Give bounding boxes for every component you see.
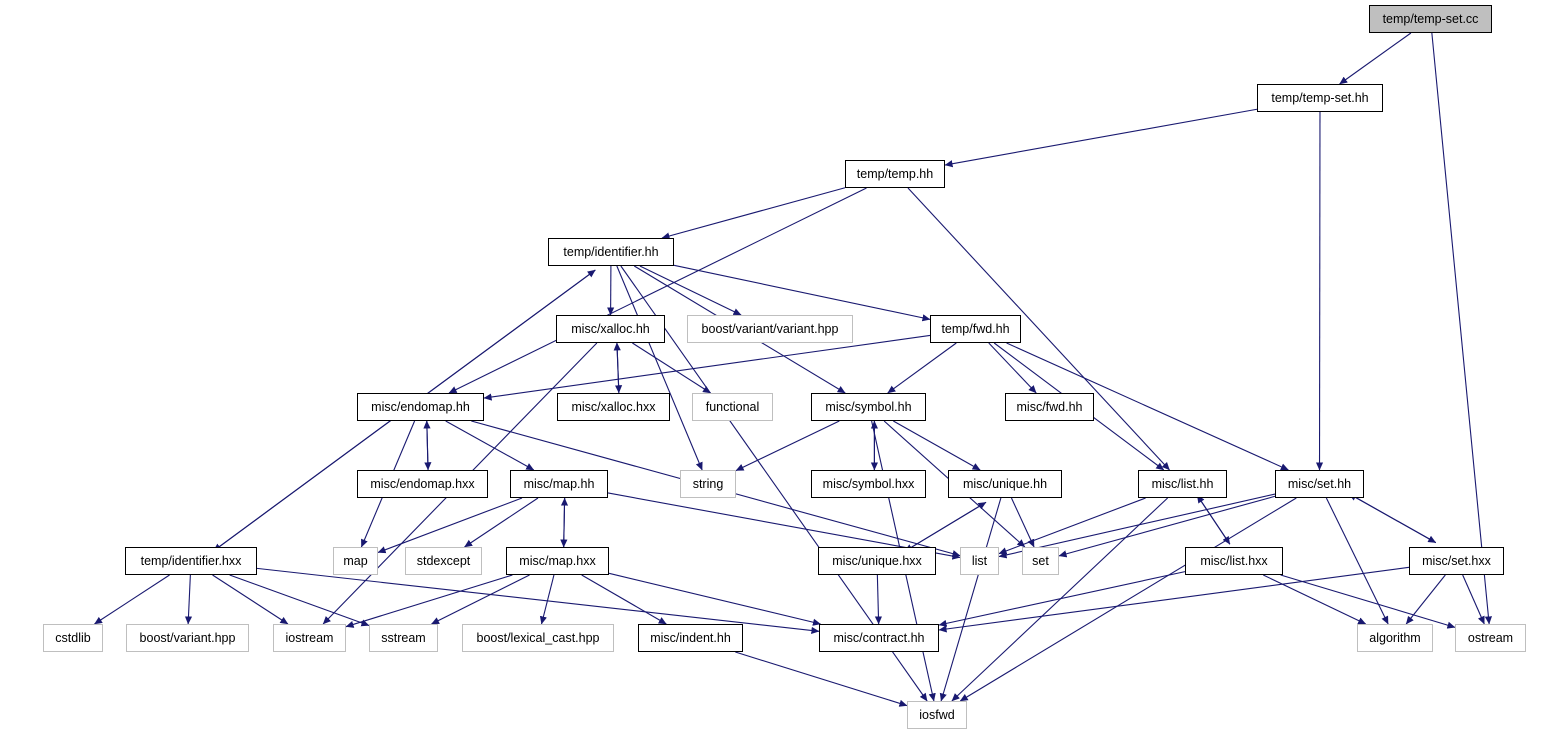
node-algorithm: algorithm [1357,624,1433,652]
edge-map-hxx-to-contract-hh [608,572,821,626]
node-misc-contract-hh[interactable]: misc/contract.hh [819,624,939,652]
edge-set-hxx-to-contract-hh [938,566,1410,633]
node-misc-endomap-hxx[interactable]: misc/endomap.hxx [357,470,488,498]
edge-unique-hxx-to-contract-hh [874,574,883,625]
node-boost-variant-variant-hpp: boost/variant/variant.hpp [687,315,853,343]
edge-identifier-hh-to-boost-variant-variant [639,265,742,316]
node-boost-variant-hpp: boost/variant.hpp [126,624,249,652]
node-misc-list-hh[interactable]: misc/list.hh [1138,470,1227,498]
edge-symbol-hh-to-string [735,420,840,472]
edge-identifier-hxx-to-contract-hh [256,567,820,635]
node-misc-unique-hh[interactable]: misc/unique.hh [948,470,1062,498]
node-temp-temp-set-hh[interactable]: temp/temp-set.hh [1257,84,1383,112]
edge-list-hh-to-iosfwd [951,497,1168,702]
edge-identifier-hxx-to-cstdlib [94,574,170,625]
edge-fwd-hh-temp-to-symbol-hh [887,342,957,394]
edge-symbol-hh-to-unique-hh [893,420,981,471]
node-misc-fwd-hh[interactable]: misc/fwd.hh [1005,393,1094,421]
edge-map-hxx-to-iostream [345,574,513,628]
node-cstdlib: cstdlib [43,624,103,652]
edge-list-hh-to-list [998,497,1146,555]
node-misc-map-hxx[interactable]: misc/map.hxx [506,547,609,575]
node-misc-set-hh[interactable]: misc/set.hh [1275,470,1364,498]
node-misc-list-hxx[interactable]: misc/list.hxx [1185,547,1283,575]
node-misc-map-hh[interactable]: misc/map.hh [510,470,608,498]
node-sstream: sstream [369,624,438,652]
edge-xalloc-hh-to-functional [632,342,711,394]
edge-temp-hh-to-identifier-hh [661,187,846,240]
edge-unique-hh-to-iosfwd [939,497,1002,702]
edge-identifier-hh-to-fwd-hh-temp [673,264,931,322]
edge-identifier-hxx-to-iostream [212,574,289,625]
edge-fwd-hh-temp-to-endomap-hh [483,334,931,401]
edge-fwd-hh-temp-to-misc-fwd-hh [988,342,1037,394]
edge-list-hxx-to-algorithm [1263,574,1367,625]
edge-set-hh-to-set [1058,495,1276,558]
node-misc-symbol-hxx[interactable]: misc/symbol.hxx [811,470,926,498]
node-misc-xalloc-hxx[interactable]: misc/xalloc.hxx [557,393,670,421]
node-misc-set-hxx[interactable]: misc/set.hxx [1409,547,1504,575]
node-map: map [333,547,378,575]
edge-map-hh-to-stdexcept [464,497,539,548]
node-ostream: ostream [1455,624,1526,652]
edge-temp-set-cc-to-temp-set-hh [1339,32,1412,85]
edge-temp-set-hh-to-temp-hh [944,108,1258,168]
edge-identifier-hxx-to-sstream [229,574,370,627]
node-temp-identifier-hh[interactable]: temp/identifier.hh [548,238,674,266]
edge-map-hxx-to-indent-hh [581,574,667,625]
node-functional: functional [692,393,773,421]
edge-map-hxx-to-map-hh [560,497,569,548]
node-misc-symbol-hh[interactable]: misc/symbol.hh [811,393,926,421]
edge-endomap-hxx-to-endomap-hh [423,420,431,470]
node-temp-fwd-hh[interactable]: temp/fwd.hh [930,315,1021,343]
node-misc-indent-hh[interactable]: misc/indent.hh [638,624,743,652]
node-misc-endomap-hh[interactable]: misc/endomap.hh [357,393,484,421]
edge-map-hh-to-map [377,497,523,554]
node-string: string [680,470,736,498]
edge-map-hxx-to-sstream [431,574,530,625]
edge-list-hxx-to-list-hh [1196,494,1231,545]
edge-endomap-hh-to-map-hh [445,420,535,471]
node-iostream: iostream [273,624,346,652]
edge-identifier-hh-to-string [616,265,703,471]
node-list: list [960,547,999,575]
edge-set-hxx-to-algorithm [1405,574,1446,625]
node-iosfwd: iosfwd [907,701,967,729]
node-misc-xalloc-hh[interactable]: misc/xalloc.hh [556,315,665,343]
edge-unique-hxx-to-unique-hh [904,501,987,552]
node-stdexcept: stdexcept [405,547,482,575]
node-misc-unique-hxx[interactable]: misc/unique.hxx [818,547,936,575]
node-set: set [1022,547,1059,575]
edge-set-hh-to-iosfwd [959,497,1297,702]
edge-temp-hh-to-endomap-hh [448,187,867,394]
edge-temp-set-cc-to-ostream [1431,32,1492,625]
node-temp-temp-hh[interactable]: temp/temp.hh [845,160,945,188]
edge-xalloc-hxx-to-xalloc-hh [613,342,621,393]
edge-indent-hh-to-iosfwd [735,651,908,707]
node-temp-identifier-hxx[interactable]: temp/identifier.hxx [125,547,257,575]
edge-set-hh-to-algorithm [1325,497,1389,625]
edge-fwd-hh-temp-to-set-hh [1006,342,1289,471]
edge-map-hxx-to-boost-lexical-cast [539,574,555,625]
edge-identifier-hxx-to-boost-variant [184,574,193,625]
node-temp-temp-set-cc[interactable]: temp/temp-set.cc [1369,5,1492,33]
edge-list-hxx-to-contract-hh [938,571,1186,627]
edge-temp-hh-to-list-hh [907,187,1170,471]
node-boost-lexical-cast-hpp: boost/lexical_cast.hpp [462,624,614,652]
edge-unique-hh-to-set [1010,497,1035,548]
edge-set-hxx-to-ostream [1462,574,1485,625]
edge-set-hxx-to-set-hh [1348,493,1437,544]
